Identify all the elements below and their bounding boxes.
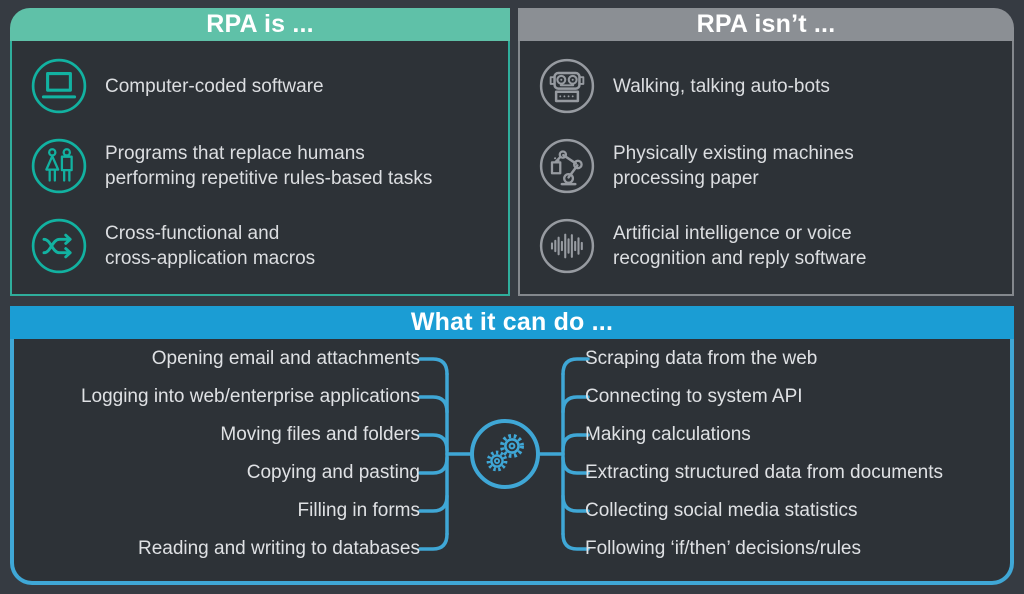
can-do-item: Scraping data from the web (585, 348, 818, 369)
panel-rpa-isnt: RPA isn’t ... (518, 8, 1014, 296)
rpa-isnt-item-text: Walking, talking auto-bots (613, 75, 830, 97)
shuffle-icon (30, 217, 88, 275)
rpa-isnt-body: Walking, talking auto-bots (518, 41, 1014, 296)
panel-rpa-is: RPA is ... Computer-coded software (10, 8, 510, 296)
rpa-is-item-text: Computer-coded software (105, 75, 324, 97)
rpa-is-title: RPA is ... (206, 10, 314, 38)
gears-icon (470, 419, 540, 489)
rpa-is-body: Computer-coded software (10, 41, 510, 296)
robot-icon (538, 57, 596, 115)
can-do-body: Opening email and attachments Logging in… (10, 339, 1014, 585)
can-do-item: Moving files and folders (220, 424, 420, 445)
can-do-item: Reading and writing to databases (137, 538, 420, 559)
can-do-item: Opening email and attachments (151, 348, 420, 369)
can-do-item: Copying and pasting (246, 462, 420, 483)
rpa-is-item: Computer-coded software (30, 57, 494, 115)
rpa-is-header: RPA is ... (10, 8, 510, 41)
rpa-isnt-header: RPA isn’t ... (518, 8, 1014, 41)
voice-wave-icon (538, 217, 596, 275)
can-do-right-list: Scraping data from the web Connecting to… (585, 340, 1007, 568)
can-do-item: Extracting structured data from document… (585, 462, 943, 483)
can-do-item: Collecting social media statistics (585, 500, 858, 521)
can-do-item: Filling in forms (297, 500, 420, 521)
can-do-item: Making calculations (585, 424, 751, 445)
can-do-title: What it can do ... (410, 308, 614, 336)
can-do-item: Connecting to system API (585, 386, 803, 407)
top-row: RPA is ... Computer-coded software (10, 8, 1014, 296)
panel-what-it-can-do: What it can do ... (10, 306, 1014, 585)
can-do-left-list: Opening email and attachments Logging in… (14, 340, 420, 568)
can-do-item: Following ‘if/then’ decisions/rules (585, 538, 861, 559)
rpa-isnt-item: Walking, talking auto-bots (538, 57, 998, 115)
laptop-icon (30, 57, 88, 115)
robot-arm-icon (538, 137, 596, 195)
rpa-isnt-title: RPA isn’t ... (696, 10, 836, 38)
can-do-item: Logging into web/enterprise applications (80, 386, 420, 407)
connector-lines (418, 357, 590, 551)
people-icon (30, 137, 88, 195)
can-do-header: What it can do ... (10, 306, 1014, 339)
